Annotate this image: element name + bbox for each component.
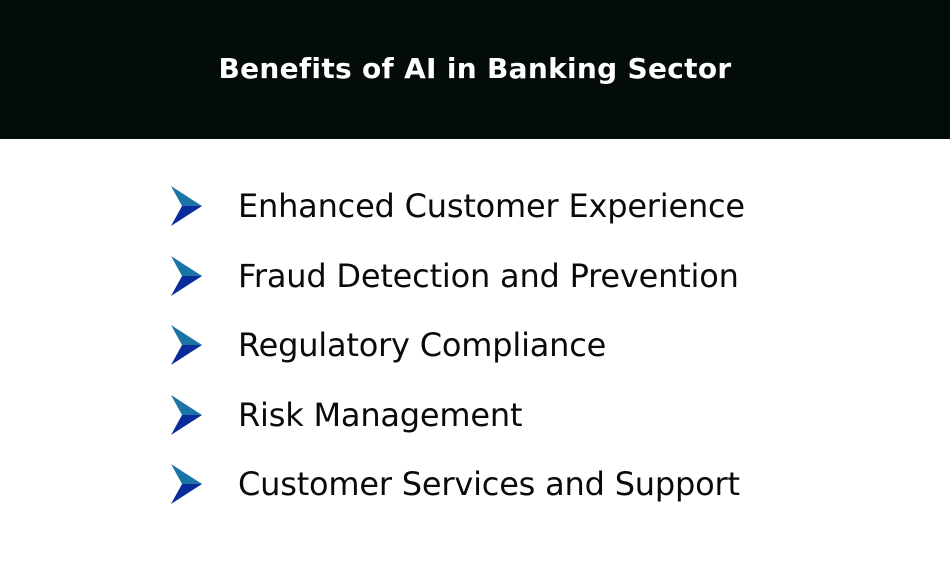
chevron-arrow-right-icon — [171, 464, 202, 504]
chevron-arrow-right-icon — [171, 325, 202, 365]
list-item: Enhanced Customer Experience — [171, 186, 745, 226]
list-item-label: Customer Services and Support — [238, 465, 740, 503]
list-item-label: Enhanced Customer Experience — [238, 187, 745, 225]
page-title: Benefits of AI in Banking Sector — [218, 52, 732, 85]
list-item-label: Risk Management — [238, 395, 523, 434]
list-item: Regulatory Compliance — [171, 325, 745, 365]
chevron-arrow-right-icon — [171, 255, 202, 296]
list-item-label: Regulatory Compliance — [238, 326, 607, 364]
list-item: Risk Management — [171, 394, 745, 435]
benefits-list: Enhanced Customer Experience Fraud Detec… — [171, 186, 745, 534]
header-banner: Benefits of AI in Banking Sector — [0, 0, 950, 139]
chevron-arrow-right-icon — [171, 186, 202, 226]
list-item: Fraud Detection and Prevention — [171, 255, 745, 296]
list-item-label: Fraud Detection and Prevention — [238, 256, 739, 295]
chevron-arrow-right-icon — [171, 394, 202, 435]
list-item: Customer Services and Support — [171, 464, 745, 504]
